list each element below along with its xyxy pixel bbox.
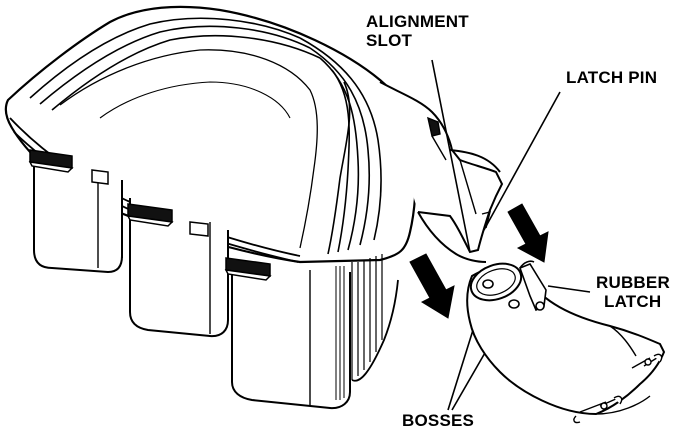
bag-tabs	[91, 169, 209, 237]
bosses-label: BOSSES	[402, 411, 475, 430]
latch-pin-label: LATCH PIN	[566, 68, 658, 87]
rubber-latch-label: RUBBER LATCH	[596, 273, 670, 311]
bag-right	[231, 262, 351, 410]
alignment-slot-label-line2: SLOT	[366, 31, 413, 50]
bag-latch-left	[28, 149, 74, 173]
boss-2	[508, 299, 520, 309]
alignment-slot-label: ALIGNMENT SLOT	[366, 12, 469, 50]
hinge-pins	[573, 353, 663, 424]
hood-chute-connector	[379, 81, 504, 263]
alignment-slot-label-line1: ALIGNMENT	[366, 12, 469, 31]
bag-left	[33, 158, 123, 274]
arrow-right	[507, 203, 549, 263]
bag-latch-right	[224, 257, 272, 281]
boss-1	[482, 279, 494, 289]
hood-ribs	[29, 17, 382, 255]
rubber-latch	[518, 260, 547, 312]
alignment-slot-leader	[431, 59, 471, 253]
rubber-latch-label-line1: RUBBER	[596, 273, 670, 292]
latch-pin-leader	[483, 91, 561, 231]
rubber-latch-label-line2: LATCH	[604, 292, 662, 311]
bag-latch-middle	[126, 203, 174, 227]
rubber-latch-leader	[547, 285, 591, 293]
hood-latch-hardware	[427, 116, 447, 161]
hood-rear-ribs	[351, 254, 399, 382]
arrow-left	[409, 253, 455, 319]
bosses	[482, 279, 520, 309]
